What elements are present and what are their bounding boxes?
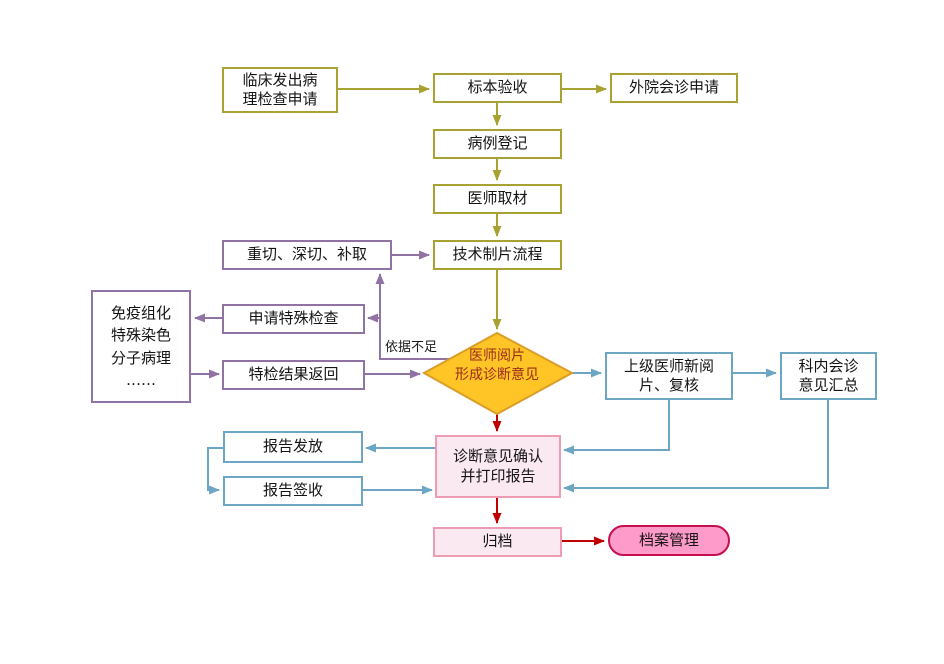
node-senior-review: 上级医师新阅 片、复核	[605, 352, 733, 400]
node-dept-consult: 科内会诊 意见汇总	[780, 352, 877, 400]
node-physician-sampling: 医师取材	[433, 184, 562, 214]
node-diagnosis-diamond-label: 医师阅片 形成诊断意见	[455, 348, 539, 383]
node-case-register: 病例登记	[433, 129, 562, 159]
edge-dept-to-confirm	[563, 400, 829, 493]
node-specimen-check: 标本验收	[433, 73, 562, 103]
edge-senior-to-confirm	[563, 400, 670, 455]
node-report-sign: 报告签收	[223, 476, 363, 506]
edge-report-issue-to-sign	[207, 447, 223, 495]
diagnosis-diamond-shape	[421, 331, 575, 416]
node-special-request: 申请特殊检查	[222, 304, 365, 334]
node-special-return: 特检结果返回	[222, 360, 365, 390]
label-insufficient-basis: 依据不足	[385, 340, 438, 355]
node-archive-management: 档案管理	[608, 525, 730, 556]
node-special-tests: 免疫组化 特殊染色 分子病理 ……	[91, 290, 191, 403]
node-recut: 重切、深切、补取	[222, 240, 392, 270]
node-clinical-request: 临床发出病 理检查申请	[222, 67, 338, 113]
node-confirm-print: 诊断意见确认 并打印报告	[435, 435, 561, 498]
node-report-issue: 报告发放	[223, 431, 363, 463]
node-slide-process: 技术制片流程	[433, 240, 562, 270]
node-archive: 归档	[433, 527, 562, 557]
node-external-consult: 外院会诊申请	[610, 73, 738, 103]
edge-diamond-to-recut	[375, 273, 450, 360]
